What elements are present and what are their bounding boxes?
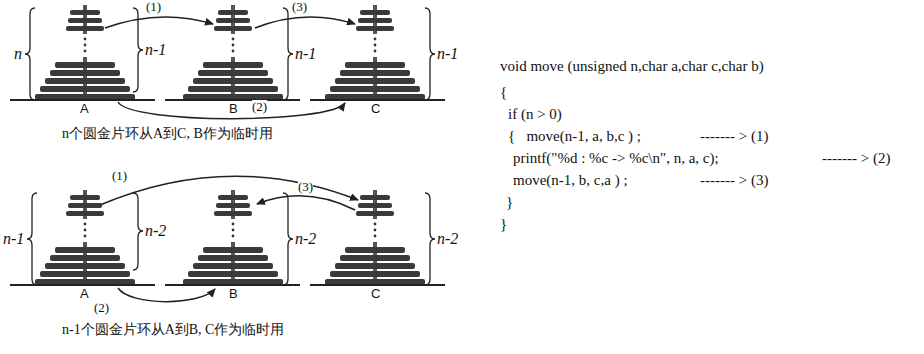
step-label: (3) <box>292 0 307 15</box>
code-line: void move (unsigned n,char a,char c,char… <box>500 58 764 75</box>
peg-label: A <box>80 102 89 117</box>
count-label: n-2 <box>145 222 166 240</box>
code-line: } <box>500 216 507 233</box>
peg-label: C <box>371 102 380 117</box>
code-line: if (n > 0) <box>508 106 562 123</box>
step-label: (1) <box>146 0 161 15</box>
count-label: n <box>14 45 22 63</box>
count-label: n-2 <box>437 230 458 248</box>
figure-caption: n个圆金片环从A到C, B作为临时用 <box>62 126 273 142</box>
peg-label: C <box>371 287 380 302</box>
peg-label: A <box>80 287 89 302</box>
step-label: (2) <box>252 100 267 115</box>
count-label: n-1 <box>3 230 24 248</box>
code-line: } <box>506 194 513 211</box>
count-label: n-2 <box>295 230 316 248</box>
code-line: { <box>500 84 507 101</box>
step-label: (3) <box>298 180 313 195</box>
count-label: n-1 <box>437 45 458 63</box>
step-pointer: ------- > (3) <box>700 172 768 189</box>
code-line: { move(n-1, a, b,c ) ; <box>508 128 641 145</box>
code-line: move(n-1, b, c,a ) ; <box>513 172 628 189</box>
step-pointer: ------- > (2) <box>822 150 890 167</box>
code-line: printf("%d : %c -> %c\n", n, a, c); <box>513 150 719 167</box>
step-pointer: ------- > (1) <box>700 128 768 145</box>
figure-caption: n-1个圆金片环从A到B, C作为临时用 <box>62 322 284 338</box>
count-label: n-1 <box>295 45 316 63</box>
count-label: n-1 <box>145 41 166 59</box>
peg-label: B <box>229 287 238 302</box>
step-label: (2) <box>94 301 109 316</box>
step-label: (1) <box>112 169 127 184</box>
peg-label: B <box>229 102 238 117</box>
